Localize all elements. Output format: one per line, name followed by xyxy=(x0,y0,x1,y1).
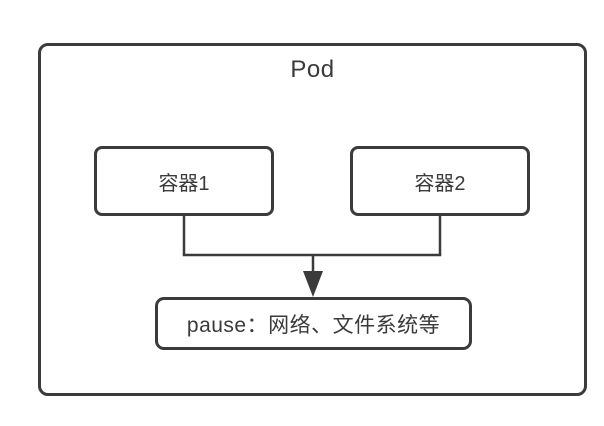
node-pause: pause：网络、文件系统等 xyxy=(155,297,472,350)
node-container1: 容器1 xyxy=(94,146,274,216)
pod-title: Pod xyxy=(290,56,335,83)
node-container1-label: 容器1 xyxy=(158,172,210,195)
node-container2-label: 容器2 xyxy=(414,172,466,195)
node-pause-label: pause：网络、文件系统等 xyxy=(186,313,441,337)
node-container2: 容器2 xyxy=(350,146,530,216)
